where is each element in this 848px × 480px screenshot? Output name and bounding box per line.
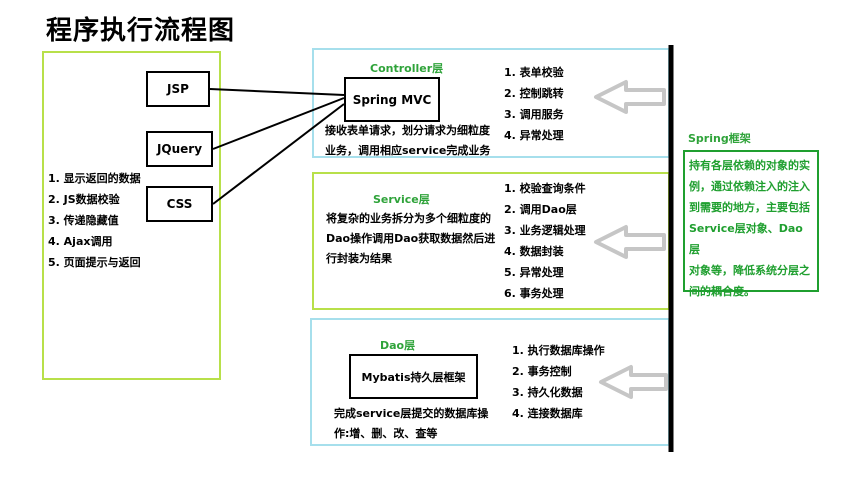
controller-list: 1. 表单校验 2. 控制跳转 3. 调用服务 4. 异常处理 — [504, 62, 564, 146]
css-node: CSS — [146, 186, 213, 222]
list-item: 4. 连接数据库 — [512, 407, 583, 420]
list-item: 2. 事务控制 — [512, 365, 572, 378]
list-item: 2. JS数据校验 — [48, 193, 120, 206]
service-description: 将复杂的业务拆分为多个细粒度的 Dao操作调用Dao获取数据然后进 行封装为结果 — [326, 209, 495, 269]
controller-description: 接收表单请求，划分请求为细粒度 业务，调用相应service完成业务 — [325, 121, 490, 161]
dao-description: 完成service层提交的数据库操 作:增、删、改、查等 — [334, 404, 488, 444]
list-item: 4. 数据封装 — [504, 245, 564, 258]
desc-line: Service层对象、Dao层 — [689, 222, 803, 256]
desc-line: 行封装为结果 — [326, 252, 392, 265]
jquery-connector — [212, 97, 345, 150]
spring-panel: 持有各层依赖的对象的实 例，通过依赖注入的注入 到需要的地方，主要包括 Serv… — [683, 150, 819, 298]
spring-label: Spring框架 — [688, 132, 751, 145]
list-item: 1. 显示返回的数据 — [48, 172, 141, 185]
mybatis-node: Mybatis持久层框架 — [349, 354, 478, 399]
list-item: 4. Ajax调用 — [48, 235, 113, 248]
left-arrow-icon — [594, 80, 666, 114]
dao-list: 1. 执行数据库操作 2. 事务控制 3. 持久化数据 4. 连接数据库 — [512, 340, 605, 424]
list-item: 5. 异常处理 — [504, 266, 564, 279]
desc-line: 作:增、删、改、查等 — [334, 427, 438, 440]
controller-layer-label: Controller层 — [370, 62, 444, 75]
desc-line: 完成service层提交的数据库操 — [334, 407, 489, 420]
frontend-list: 1. 显示返回的数据 2. JS数据校验 3. 传递隐藏值 4. Ajax调用 … — [48, 168, 141, 273]
dao-layer-label: Dao层 — [380, 339, 416, 352]
spring-mvc-node: Spring MVC — [344, 77, 440, 122]
desc-line: 例，通过依赖注入的注入 — [689, 180, 810, 193]
list-item: 3. 持久化数据 — [512, 386, 583, 399]
service-layer-label: Service层 — [373, 193, 430, 206]
list-item: 4. 异常处理 — [504, 129, 564, 142]
css-connector — [212, 103, 345, 205]
jquery-node: JQuery — [146, 131, 213, 167]
desc-line: 业务，调用相应service完成业务 — [325, 144, 491, 157]
page-title: 程序执行流程图 — [46, 16, 236, 46]
desc-line: 对象等，降低系统分层之 — [689, 264, 810, 277]
service-list: 1. 校验查询条件 2. 调用Dao层 3. 业务逻辑处理 4. 数据封装 5.… — [504, 178, 586, 304]
desc-line: 间的耦合度。 — [689, 285, 755, 298]
list-item: 1. 执行数据库操作 — [512, 344, 605, 357]
list-item: 1. 表单校验 — [504, 66, 564, 79]
list-item: 6. 事务处理 — [504, 287, 564, 300]
jsp-connector — [209, 88, 345, 96]
list-item: 2. 调用Dao层 — [504, 203, 577, 216]
left-arrow-icon — [594, 225, 666, 259]
list-item: 5. 页面提示与返回 — [48, 256, 141, 269]
left-arrow-icon — [599, 365, 668, 399]
list-item: 2. 控制跳转 — [504, 87, 564, 100]
list-item: 3. 传递隐藏值 — [48, 214, 119, 227]
desc-line: Dao操作调用Dao获取数据然后进 — [326, 232, 496, 245]
desc-line: 持有各层依赖的对象的实 — [689, 159, 810, 172]
list-item: 3. 调用服务 — [504, 108, 564, 121]
desc-line: 将复杂的业务拆分为多个细粒度的 — [326, 212, 491, 225]
list-item: 1. 校验查询条件 — [504, 182, 586, 195]
list-item: 3. 业务逻辑处理 — [504, 224, 586, 237]
jsp-node: JSP — [146, 71, 210, 107]
desc-line: 接收表单请求，划分请求为细粒度 — [325, 124, 490, 137]
desc-line: 到需要的地方，主要包括 — [689, 201, 810, 214]
